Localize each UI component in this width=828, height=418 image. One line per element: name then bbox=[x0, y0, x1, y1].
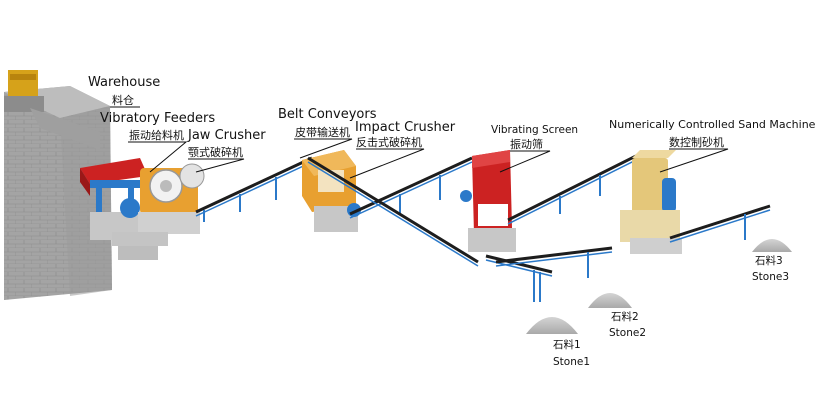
stone1-label: Stone1 bbox=[553, 357, 590, 368]
stone-pile-2 bbox=[588, 293, 632, 308]
warehouse-label: Warehouse bbox=[88, 76, 160, 89]
stone2-label-cn: 石料2 bbox=[611, 312, 639, 323]
vibrating-screen-label-cn: 振动筛 bbox=[510, 139, 543, 150]
sand-machine-label: Numerically Controlled Sand Machine bbox=[609, 119, 815, 130]
vibrating-screen-label: Vibrating Screen bbox=[491, 125, 578, 136]
vibratory-feeders-label-cn: 振动给料机 bbox=[129, 130, 184, 141]
impact-crusher-label: Impact Crusher bbox=[355, 121, 455, 134]
jaw-crusher-label-cn: 颚式破碎机 bbox=[188, 147, 243, 158]
vibratory-feeders-label: Vibratory Feeders bbox=[100, 112, 215, 125]
warehouse-label-cn: 料仓 bbox=[112, 95, 134, 106]
stone-pile-3 bbox=[752, 239, 792, 252]
stone2-label: Stone2 bbox=[609, 328, 646, 339]
belt-conveyor-2 bbox=[350, 158, 472, 218]
stone-pile-1 bbox=[526, 317, 578, 334]
belt-conveyor-4 bbox=[670, 206, 770, 242]
belt-conveyors-label-cn: 皮带输送机 bbox=[295, 127, 350, 138]
stone3-label-cn: 石料3 bbox=[755, 256, 783, 267]
stone1-label-cn: 石料1 bbox=[553, 340, 581, 351]
sand-machine-label-cn: 数控制砂机 bbox=[669, 137, 724, 148]
vibrating-screen bbox=[460, 150, 516, 252]
stone3-label: Stone3 bbox=[752, 272, 789, 283]
impact-crusher bbox=[302, 150, 361, 232]
jaw-crusher-label: Jaw Crusher bbox=[188, 129, 266, 142]
belt-conveyor-3 bbox=[508, 156, 636, 224]
impact-crusher-label-cn: 反击式破碎机 bbox=[356, 137, 422, 148]
